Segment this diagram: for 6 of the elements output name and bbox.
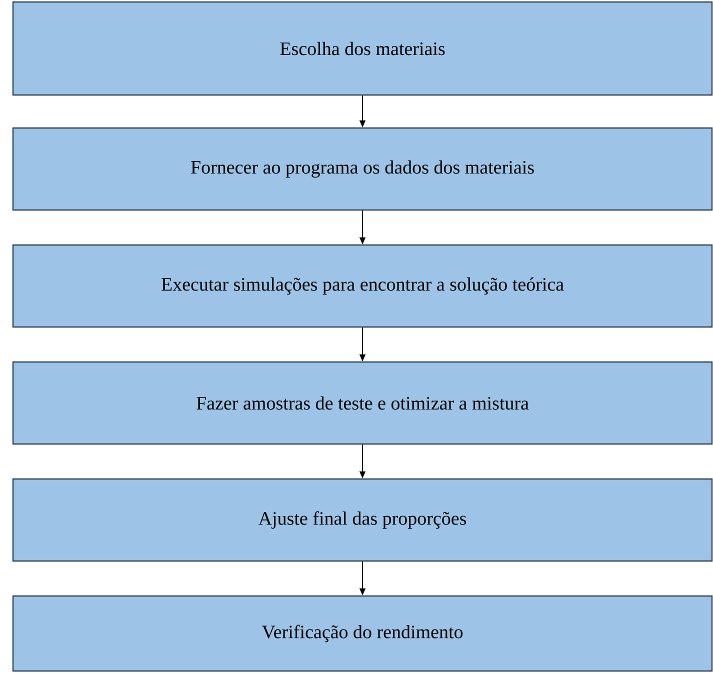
process-box: Fornecer ao programa os dados dos materiais	[12, 127, 713, 211]
process-box: Escolha dos materiais	[12, 1, 713, 96]
process-box: Ajuste final das proporções	[12, 478, 713, 562]
process-box: Executar simulações para encontrar a solução teórica	[12, 244, 713, 328]
process-box: Verificação do rendimento	[12, 595, 713, 672]
process-box: Fazer amostras de teste e otimizar a mistura	[12, 361, 713, 445]
